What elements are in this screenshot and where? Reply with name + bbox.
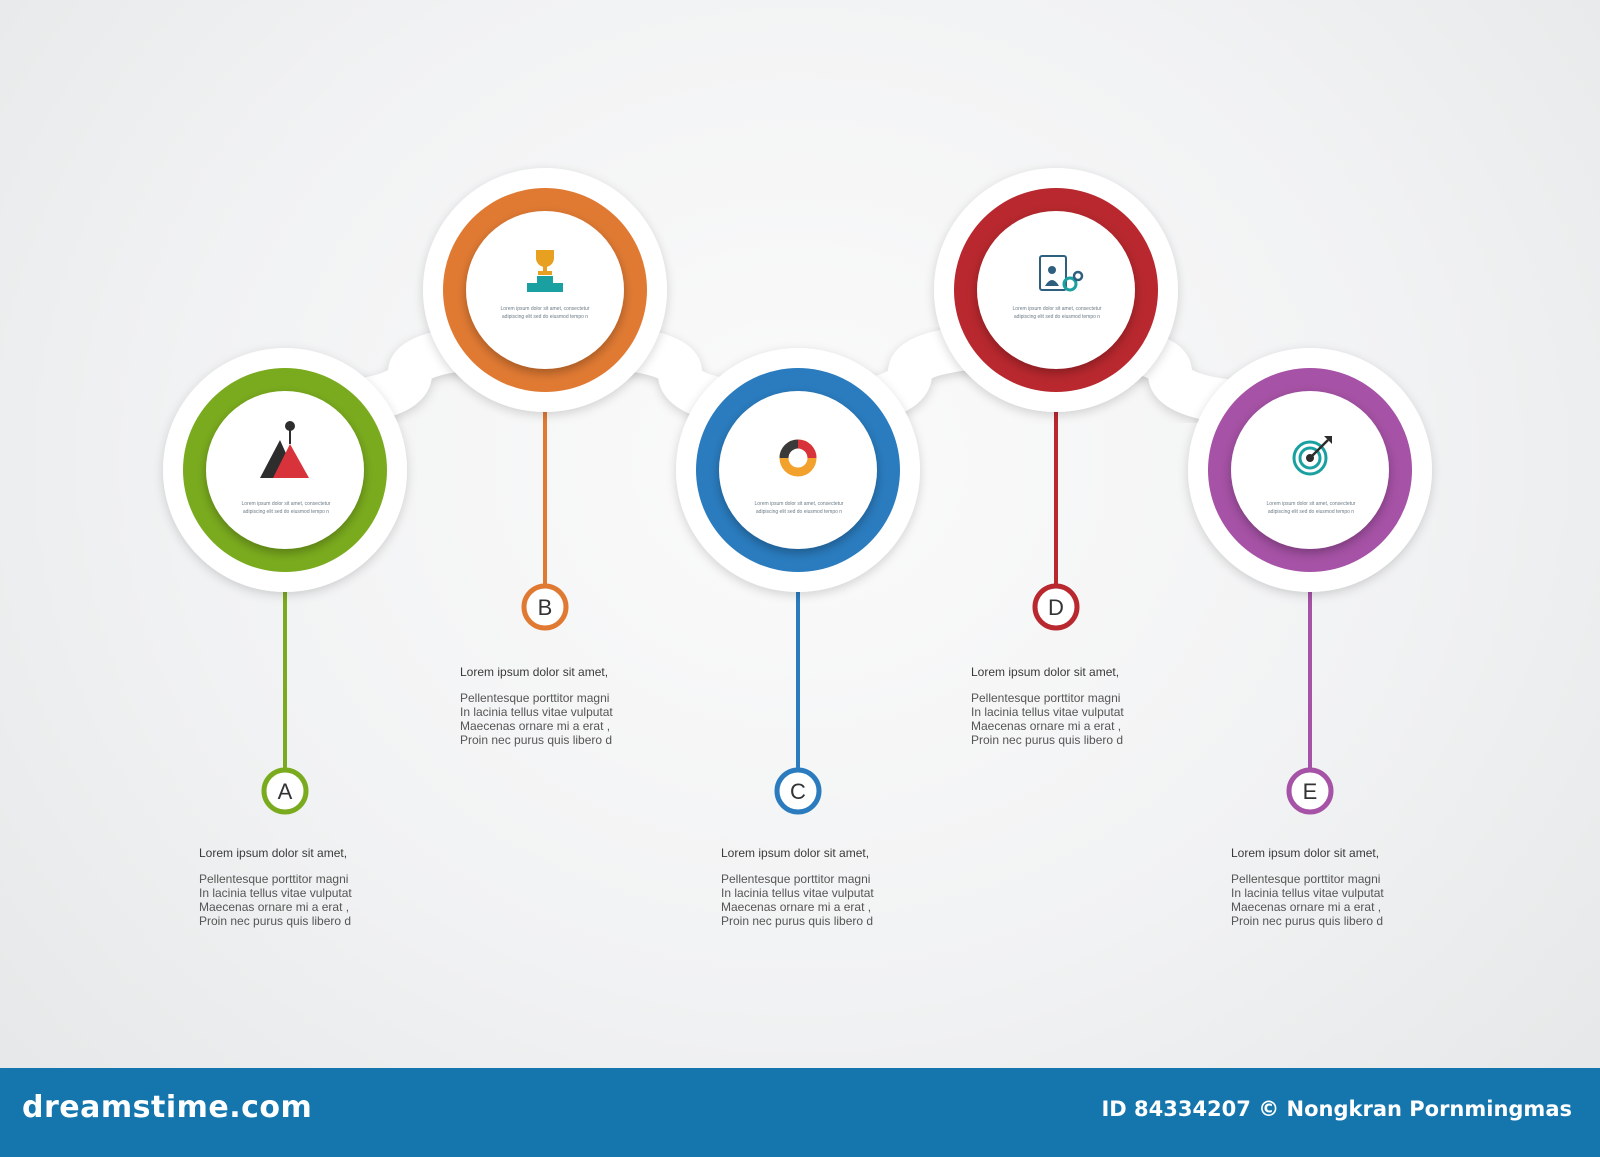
step-d-node: D: [934, 168, 1178, 631]
donut-chart-icon: [779, 439, 817, 477]
step-e-letter: E: [1303, 779, 1318, 804]
manager-gears-icon: [1039, 255, 1084, 292]
step-c-description: Lorem ipsum dolor sit amet, Pellentesque…: [721, 846, 891, 928]
mountain-summit-icon: [260, 421, 309, 478]
step-c-line: Maecenas ornare mi a erat ,: [721, 900, 872, 914]
step-c-badge: [774, 767, 822, 815]
step-c-line: Pellentesque porttitor magni: [721, 872, 871, 886]
step-b-description: Lorem ipsum dolor sit amet, Pellentesque…: [460, 665, 630, 747]
step-a-line: In lacinia tellus vitae vulputat: [199, 886, 352, 900]
step-b-line: Proin nec purus quis libero d: [460, 733, 613, 747]
step-a-line: Pellentesque porttitor magni: [199, 872, 349, 886]
step-a-heading: Lorem ipsum dolor sit amet,: [199, 846, 348, 860]
timeline-diagram: A B C D E: [163, 168, 1432, 815]
step-a-node: A: [163, 348, 407, 815]
step-b-letter: B: [538, 595, 553, 620]
step-e-description: Lorem ipsum dolor sit amet, Pellentesque…: [1231, 846, 1401, 928]
step-c-line: In lacinia tellus vitae vulputat: [721, 886, 874, 900]
step-d-line: Pellentesque porttitor magni: [971, 691, 1121, 705]
step-e-heading: Lorem ipsum dolor sit amet,: [1231, 846, 1380, 860]
image-credit: ID 84334207 © Nongkran Pornmingmas: [1101, 1097, 1572, 1121]
step-e-line: Proin nec purus quis libero d: [1231, 914, 1384, 928]
step-d-letter: D: [1048, 595, 1064, 620]
step-e-inner-disc: [1231, 391, 1389, 549]
step-e-line: In lacinia tellus vitae vulputat: [1231, 886, 1384, 900]
brand-logo[interactable]: dreamstime.com: [22, 1090, 313, 1125]
step-b-line: In lacinia tellus vitae vulputat: [460, 705, 613, 719]
step-d-badge: [1032, 583, 1080, 631]
footer-bar: dreamstime.com ID 84334207 © Nongkran Po…: [0, 1068, 1600, 1157]
step-c-node: C: [676, 348, 920, 815]
step-b-badge: [521, 583, 569, 631]
timeline-infographic: A B C D E Lorem ipsum dolor sit amet, consec…: [163, 168, 1432, 928]
step-a-letter: A: [278, 779, 293, 804]
step-a-description: Lorem ipsum dolor sit amet, Pellentesque…: [199, 846, 369, 928]
step-b-line: Pellentesque porttitor magni: [460, 691, 610, 705]
step-d-line: Maecenas ornare mi a erat ,: [971, 719, 1122, 733]
trophy-podium-icon: [527, 250, 563, 292]
step-a-line: Proin nec purus quis libero d: [199, 914, 352, 928]
step-b-line: Maecenas ornare mi a erat ,: [460, 719, 611, 733]
step-e-line: Pellentesque porttitor magni: [1231, 872, 1381, 886]
step-c-letter: C: [790, 779, 806, 804]
step-e-line: Maecenas ornare mi a erat ,: [1231, 900, 1382, 914]
step-d-description: Lorem ipsum dolor sit amet, Pellentesque…: [971, 665, 1141, 747]
step-e-badge: [1286, 767, 1334, 815]
target-arrow-icon: [1292, 436, 1332, 476]
step-b-node: B: [423, 168, 667, 631]
step-a-line: Maecenas ornare mi a erat ,: [199, 900, 350, 914]
step-c-heading: Lorem ipsum dolor sit amet,: [721, 846, 870, 860]
step-d-heading: Lorem ipsum dolor sit amet,: [971, 665, 1120, 679]
step-a-badge: [261, 767, 309, 815]
step-b-heading: Lorem ipsum dolor sit amet,: [460, 665, 609, 679]
step-c-line: Proin nec purus quis libero d: [721, 914, 874, 928]
step-d-line: In lacinia tellus vitae vulputat: [971, 705, 1124, 719]
step-d-line: Proin nec purus quis libero d: [971, 733, 1124, 747]
step-e-node: E: [1188, 348, 1432, 815]
